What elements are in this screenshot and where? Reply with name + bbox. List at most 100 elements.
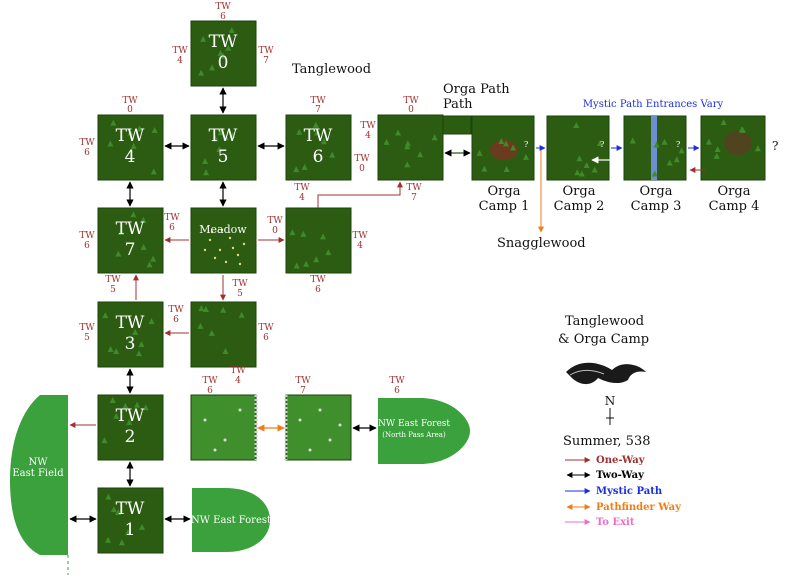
tree-icon — [101, 437, 108, 444]
tile-tw4[interactable] — [97, 114, 164, 181]
field-label-2: East Field — [12, 468, 64, 479]
tree-icon — [653, 141, 660, 148]
tree-icon — [110, 119, 117, 126]
nw-east-field-region[interactable] — [10, 395, 68, 555]
forest-north-label-2: (North Pass Area) — [382, 431, 446, 439]
tile-snow-1[interactable] — [190, 394, 257, 461]
tree-icon — [198, 305, 205, 312]
tile-tw6-number: 6 — [313, 147, 324, 167]
tree-icon — [510, 144, 517, 151]
exit-entry-top-num: 0 — [408, 105, 414, 115]
tree-icon — [576, 155, 583, 162]
exit-tw7-bottom-num: 5 — [110, 285, 116, 295]
legend-one-way-label: One-Way — [596, 455, 646, 466]
tree-icon — [629, 137, 636, 144]
exit-east-bottom-tw: TW — [310, 275, 326, 285]
tree-icon — [115, 509, 122, 516]
tile-tw7[interactable] — [97, 207, 164, 274]
tile-group — [97, 20, 766, 554]
exit-entry-left-tw: TW — [360, 121, 376, 131]
exit-tw7-bottom-tw: TW — [105, 275, 121, 285]
tree-icon — [303, 260, 310, 267]
tile-snow-2[interactable] — [285, 394, 352, 461]
exit-tw0-top-tw: TW — [215, 2, 231, 12]
tree-icon — [678, 147, 685, 154]
tile-south-of-meadow[interactable] — [190, 301, 257, 368]
tile-tw1-number: 1 — [125, 520, 136, 540]
tree-icon — [150, 168, 157, 175]
nw-east-forest-north-region[interactable] — [378, 398, 470, 464]
field-label-1: NW — [28, 457, 48, 468]
tree-icon — [476, 149, 483, 156]
exit-tw0-left-num: 4 — [177, 56, 183, 66]
snow-tile-stones — [203, 408, 342, 452]
exit-tw4-left-tw: TW — [79, 138, 95, 148]
tree-icon — [481, 165, 488, 172]
tree-icon — [238, 311, 245, 318]
dragon-emblem — [566, 362, 646, 385]
date-label: Summer, 538 — [563, 434, 651, 449]
camp-4-line1: Orga — [718, 184, 751, 199]
legend-exit-label: To Exit — [596, 517, 635, 528]
exit-meadow-bottom-num: 5 — [237, 289, 243, 299]
tree-icon — [296, 128, 303, 135]
tree-icon — [118, 228, 125, 235]
tree-icon — [122, 402, 129, 409]
forest-north-label-1: NW East Forest — [378, 419, 450, 429]
tile-meadow[interactable] — [190, 207, 257, 274]
exit-tw4-top-tw: TW — [122, 96, 138, 106]
tree-icon — [138, 340, 145, 347]
exit-south-left-num: 6 — [173, 315, 179, 325]
tree-icon — [127, 129, 134, 136]
tile-tw0-number: 0 — [218, 53, 229, 73]
tree-icon — [383, 138, 390, 145]
tree-icon — [720, 119, 727, 126]
tree-icon — [673, 156, 680, 163]
tree-icon — [113, 412, 120, 419]
exit-entry-bottom-tw: TW — [406, 183, 422, 193]
tile-tw7-number: 7 — [125, 240, 136, 260]
tree-icon — [146, 261, 153, 268]
tile-tw3-number: 3 — [125, 334, 136, 354]
exit-tw0-right-num: 7 — [263, 56, 269, 66]
camp-4-mud — [724, 131, 752, 155]
tree-icon — [200, 35, 207, 42]
tile-orga-entry[interactable] — [377, 114, 444, 181]
exit-tw6-top-tw: TW — [310, 96, 326, 106]
meadow-label: Meadow — [199, 223, 247, 236]
tile-tw5[interactable] — [190, 114, 257, 181]
link-east-to-entry — [317, 181, 403, 208]
exit-tw7-right-num: 6 — [169, 223, 175, 233]
exit-snow2-top-tw: TW — [295, 376, 311, 386]
tile-east-of-meadow[interactable] — [285, 207, 352, 274]
tree-icon — [320, 233, 327, 240]
tree-icon — [115, 250, 122, 257]
camp-inner-questions: ? ? ? — [524, 140, 680, 149]
tree-icon — [329, 151, 336, 158]
tree-icon — [212, 135, 219, 142]
exit-south-bottom-num: 4 — [235, 376, 241, 386]
mystic-note: Mystic Path Entrances Vary — [583, 99, 724, 110]
tree-icon — [135, 350, 142, 357]
tree-icon — [705, 138, 712, 145]
tree-icon — [107, 346, 114, 353]
tree-icon — [312, 121, 319, 128]
exit-tw7-left-num: 6 — [84, 241, 90, 251]
tree-icon — [118, 539, 125, 546]
tile-tw3-label: TW — [116, 313, 145, 333]
camp-3-line2: Camp 3 — [631, 199, 682, 214]
tile-tw3[interactable] — [97, 301, 164, 368]
compass-letter: N — [605, 394, 616, 408]
tree-icon — [573, 121, 580, 128]
tree-icon — [148, 318, 155, 325]
nw-east-forest-region[interactable] — [192, 488, 270, 552]
tree-icon — [130, 142, 137, 149]
tile-tw2[interactable] — [97, 394, 164, 461]
exit-east-left-num: 0 — [272, 226, 278, 236]
tile-tw7-label: TW — [116, 219, 145, 239]
tile-orga-path[interactable] — [442, 115, 472, 135]
legend: One-Way Two-Way Mystic Path Pathfinder W… — [565, 455, 682, 528]
exit-east-bottom-num: 6 — [315, 285, 321, 295]
tree-icon — [666, 159, 673, 166]
tree-icon — [140, 216, 147, 223]
